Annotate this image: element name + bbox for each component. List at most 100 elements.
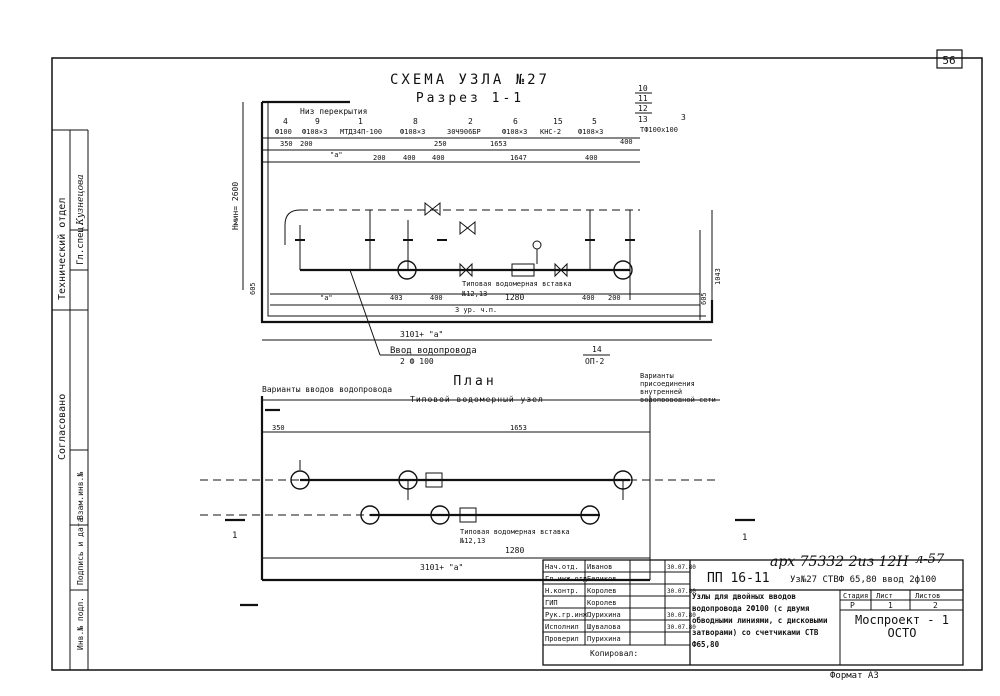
strip-name: Кузнецова bbox=[76, 174, 86, 226]
lbl-200-top: 200 bbox=[300, 140, 313, 148]
callout-9: 9 bbox=[315, 117, 320, 126]
section-op: ОП-2 bbox=[585, 357, 604, 366]
lbl-d108-b: Ф108×3 bbox=[400, 128, 425, 136]
lbl-1043: 1043 bbox=[714, 268, 722, 285]
callout-4: 4 bbox=[283, 117, 288, 126]
stamp-code: ПП 16-11 bbox=[707, 571, 770, 586]
stamp-format: Формат А3 bbox=[830, 671, 879, 681]
lbl-kns: КНС-2 bbox=[540, 128, 561, 136]
stamp-sheets-header: Листов bbox=[915, 592, 940, 600]
ceiling-label: Низ перекрытия bbox=[300, 107, 367, 116]
lbl-400-4: 400 bbox=[620, 138, 633, 146]
lbl-a-top: "а" bbox=[330, 151, 343, 159]
plan-variants-connect-wrap: Варианты присоединения внутренней водопр… bbox=[640, 372, 716, 402]
stamp-row-date: 30.07.80 bbox=[667, 588, 696, 595]
plan-view: Варианты вводов водопровода Типовой водо… bbox=[200, 372, 755, 607]
section-400-c: 400 bbox=[582, 294, 595, 302]
stamp-row-name: Иванов bbox=[587, 563, 612, 571]
stamp-row-name: Беликов bbox=[587, 575, 617, 583]
plan-title: План bbox=[453, 374, 496, 389]
handwritten-archive: арх 75332 2из 12Н bbox=[770, 554, 909, 570]
stamp-org: Моспроект - 1 ОСТО bbox=[855, 614, 949, 640]
strip-replace: Взам.инв.№ bbox=[76, 472, 85, 520]
section-view: Низ перекрытия Нмин= 2600 Ф100 Ф108×3 МТ… bbox=[231, 84, 722, 366]
lbl-meter: 30Ч906БР bbox=[447, 128, 481, 136]
depth-label: Нмин= 2600 bbox=[231, 182, 240, 230]
stamp-row-role: ГИП bbox=[545, 599, 558, 607]
section-overall: 3101+ "а" bbox=[400, 330, 443, 339]
plan-overall: 3101+ "а" bbox=[420, 563, 463, 572]
stamp-sheet: 1 bbox=[888, 601, 893, 610]
stamp-description: Узлы для двойных вводов водопровода 2Ф10… bbox=[692, 592, 828, 649]
plan-variants-connect: Варианты присоединения внутренней водопр… bbox=[640, 372, 716, 402]
lbl-1647: 1647 bbox=[510, 154, 527, 162]
lbl-605-right: 605 bbox=[700, 292, 708, 305]
strip-sign-date: Подпись и дата bbox=[76, 517, 85, 585]
lbl-gate: МТДЗ4П-100 bbox=[340, 128, 382, 136]
stamp-stage-header: Стадия bbox=[843, 592, 868, 600]
stamp-sheets: 2 bbox=[933, 601, 938, 610]
strip-role: Гл.спец. bbox=[76, 222, 86, 265]
stamp-row-name: Шувалова bbox=[587, 623, 621, 631]
callout-8: 8 bbox=[413, 117, 418, 126]
section-403: 403 bbox=[390, 294, 403, 302]
section-insert: Типовая водомерная вставка bbox=[462, 280, 572, 288]
plan-1653: 1653 bbox=[510, 424, 527, 432]
plan-350: 350 bbox=[272, 424, 285, 432]
callout-10: 10 bbox=[638, 84, 648, 93]
section-level: 3 ур. ч.п. bbox=[455, 306, 497, 314]
stamp-row-name: Королев bbox=[587, 599, 617, 607]
lbl-d100: Ф100 bbox=[275, 128, 292, 136]
stamp-row-date: 30.07.80 bbox=[667, 612, 696, 619]
sheet-number-box bbox=[936, 49, 963, 69]
left-strip: Технический отдел Согласовано Гл.спец. К… bbox=[51, 129, 89, 670]
callout-15: 15 bbox=[553, 117, 563, 126]
stamp-description-wrap: Узлы для двойных вводов водопровода 2Ф10… bbox=[692, 592, 828, 649]
plan-section-mark-left: 1 bbox=[232, 531, 237, 541]
stamp-row-role: Проверил bbox=[545, 635, 579, 643]
stamp-row-role: Гл.инж.отд. bbox=[545, 575, 591, 583]
plan-1280: 1280 bbox=[505, 546, 524, 555]
stamp-copied: Копировал: bbox=[590, 649, 638, 658]
section-400-b: 400 bbox=[430, 294, 443, 302]
lbl-400-3: 400 bbox=[585, 154, 598, 162]
callout-3: 3 bbox=[681, 113, 686, 122]
section-inlet-d: 2 Ф 100 bbox=[400, 357, 434, 366]
lbl-250: 250 bbox=[434, 140, 447, 148]
stamp-row-role: Исполнил bbox=[545, 623, 579, 631]
strip-inv: Инв.№ подл. bbox=[76, 597, 85, 650]
stamp-sheet-header: Лист bbox=[876, 592, 893, 600]
sheet-number: 56 bbox=[942, 54, 955, 67]
callout-11: 11 bbox=[638, 94, 648, 103]
lbl-400-2: 400 bbox=[432, 154, 445, 162]
stamp-row-date: 30.07.80 bbox=[667, 564, 696, 571]
lbl-tf: ТФ100х100 bbox=[640, 126, 678, 134]
callout-6: 6 bbox=[513, 117, 518, 126]
lbl-d108-c: Ф108×3 bbox=[502, 128, 527, 136]
lbl-1653: 1653 bbox=[490, 140, 507, 148]
stamp-stage: Р bbox=[850, 601, 855, 610]
stamp-row-name: Королев bbox=[587, 587, 617, 595]
lbl-350: 350 bbox=[280, 140, 293, 148]
callout-5: 5 bbox=[592, 117, 597, 126]
stamp-row-role: Рук.гр.инж. bbox=[545, 611, 591, 619]
section-inlet: Ввод водопровода bbox=[390, 346, 477, 356]
section-1280: 1280 bbox=[505, 293, 524, 302]
stamp-row-name: Пурихина bbox=[587, 635, 621, 643]
plan-variants-inlet: Варианты вводов водопровода bbox=[262, 385, 392, 394]
callout-2: 2 bbox=[468, 117, 473, 126]
callout-1: 1 bbox=[358, 117, 363, 126]
stamp-row-role: Н.контр. bbox=[545, 587, 579, 595]
plan-section-mark-right: 1 bbox=[742, 533, 747, 543]
strip-dept: Технический отдел bbox=[56, 198, 68, 300]
scheme-title: СХЕМА УЗЛА №27 bbox=[390, 72, 550, 88]
strip-agreed: Согласовано bbox=[57, 394, 68, 460]
section-title: Разрез 1-1 bbox=[416, 91, 524, 106]
stamp-org-wrap: Моспроект - 1 ОСТО bbox=[855, 614, 949, 640]
stamp-row-date: 30.07.80 bbox=[667, 624, 696, 631]
stamp-row-name: Пурихина bbox=[587, 611, 621, 619]
stamp-row-role: Нач.отд. bbox=[545, 563, 579, 571]
stamp-node: Уз№27 СТВФ 65,80 ввод 2ф100 bbox=[790, 575, 936, 585]
